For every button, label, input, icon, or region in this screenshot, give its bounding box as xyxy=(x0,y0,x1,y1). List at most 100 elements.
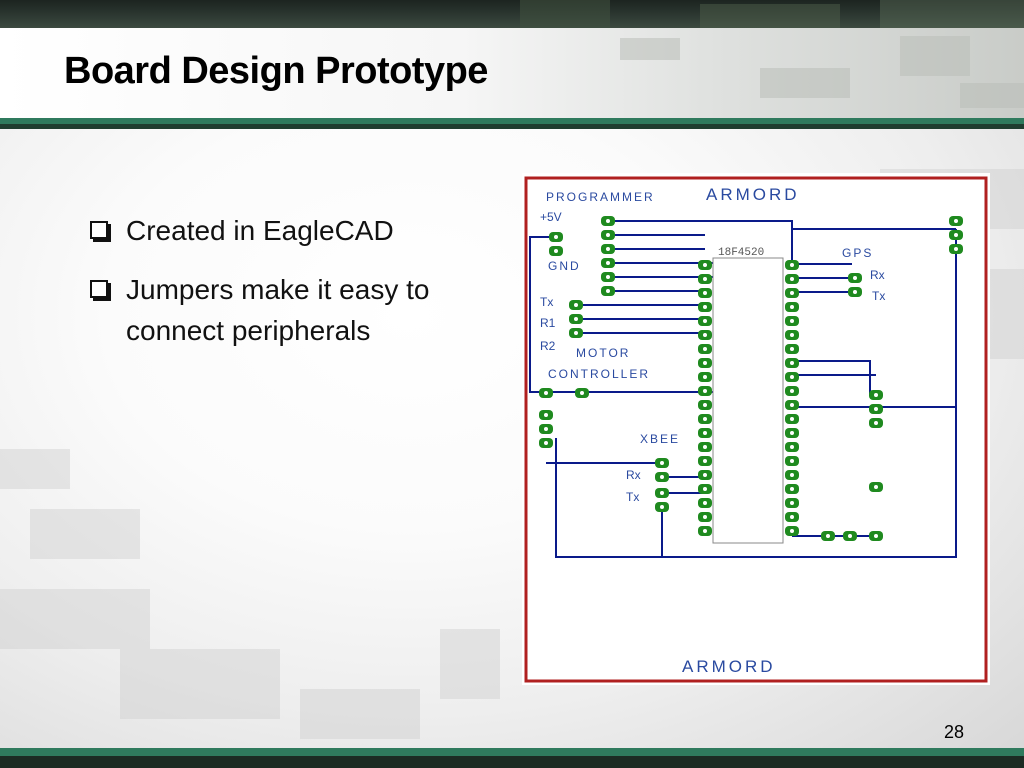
pad-hole xyxy=(954,219,958,223)
gps-tx-label: Tx xyxy=(872,289,885,303)
plus5v-label: +5V xyxy=(540,210,562,224)
top-camo-bar xyxy=(0,0,1024,28)
pad-hole xyxy=(790,347,794,351)
bullet-text: Jumpers make it easy to connect peripher… xyxy=(126,274,430,346)
pad-hole xyxy=(790,501,794,505)
programmer-label: PROGRAMMER xyxy=(546,190,655,204)
pad-hole xyxy=(790,417,794,421)
pad-hole xyxy=(574,317,578,321)
pad-hole xyxy=(954,233,958,237)
pad-hole xyxy=(703,333,707,337)
pad-hole xyxy=(790,389,794,393)
pad-hole xyxy=(703,459,707,463)
pad-hole xyxy=(580,391,584,395)
pad-hole xyxy=(606,233,610,237)
title-stripe-dark xyxy=(0,124,1024,129)
pad-hole xyxy=(703,501,707,505)
page-number: 28 xyxy=(943,722,964,742)
gps-label: GPS xyxy=(842,246,873,260)
pad-hole xyxy=(826,534,830,538)
pad-hole xyxy=(703,319,707,323)
pad-hole xyxy=(703,431,707,435)
pad-hole xyxy=(848,534,852,538)
pad-hole xyxy=(703,305,707,309)
camo-patch xyxy=(700,4,840,28)
pad-hole xyxy=(874,421,878,425)
pad-hole xyxy=(703,417,707,421)
r2-label: R2 xyxy=(540,339,556,353)
bottom-stripe-dark xyxy=(0,756,1024,768)
xbee-label: XBEE xyxy=(640,432,680,446)
xbee-rx-label: Rx xyxy=(626,468,641,482)
schematic-labels: PROGRAMMER ARMORD +5V GND GPS Rx Tx Tx R… xyxy=(540,185,885,676)
pad-hole xyxy=(606,247,610,251)
pad-hole xyxy=(554,249,558,253)
pad-hole xyxy=(790,487,794,491)
header-pads xyxy=(539,216,963,541)
pad-hole xyxy=(703,389,707,393)
r1-label: R1 xyxy=(540,316,556,330)
bullet-text: Created in EagleCAD xyxy=(126,215,394,246)
chip-label: 18F4520 xyxy=(718,247,764,259)
pad-hole xyxy=(703,487,707,491)
pad-hole xyxy=(954,247,958,251)
pad-hole xyxy=(790,515,794,519)
pad-hole xyxy=(703,347,707,351)
pad-hole xyxy=(790,291,794,295)
bottom-stripe xyxy=(0,748,1024,756)
pad-hole xyxy=(606,219,610,223)
camo-patch xyxy=(520,0,610,28)
pad-hole xyxy=(544,391,548,395)
pad-hole xyxy=(574,331,578,335)
pad-hole xyxy=(606,275,610,279)
camo-patch xyxy=(880,0,1024,28)
pad-hole xyxy=(606,289,610,293)
pad-hole xyxy=(703,529,707,533)
pad-hole xyxy=(790,445,794,449)
pad-hole xyxy=(790,305,794,309)
pad-hole xyxy=(790,277,794,281)
pad-hole xyxy=(853,276,857,280)
pad-hole xyxy=(790,431,794,435)
pad-hole xyxy=(660,491,664,495)
gps-rx-label: Rx xyxy=(870,268,885,282)
pad-hole xyxy=(874,534,878,538)
pad-hole xyxy=(544,441,548,445)
armord-bottom-label: ARMORD xyxy=(682,657,776,676)
pad-hole xyxy=(703,291,707,295)
checkbox-bullet-icon xyxy=(90,280,108,298)
pad-hole xyxy=(606,261,610,265)
board-schematic: 18F4520 PROGRAMMER ARMORD +5V GND GPS Rx… xyxy=(522,173,990,685)
pad-hole xyxy=(554,235,558,239)
armord-top-label: ARMORD xyxy=(706,185,800,204)
pad-hole xyxy=(790,319,794,323)
title-stripe xyxy=(0,118,1024,124)
pic-chip xyxy=(712,257,784,544)
bullet-item: Created in EagleCAD xyxy=(88,210,508,251)
checkbox-bullet-icon xyxy=(90,221,108,239)
pad-hole xyxy=(790,529,794,533)
pad-hole xyxy=(544,427,548,431)
xbee-tx-label: Tx xyxy=(626,490,639,504)
gnd-label: GND xyxy=(548,259,581,273)
pad-hole xyxy=(790,333,794,337)
pad-hole xyxy=(703,277,707,281)
pad-hole xyxy=(703,361,707,365)
pad-hole xyxy=(874,407,878,411)
pad-hole xyxy=(544,413,548,417)
pad-hole xyxy=(790,459,794,463)
pad-hole xyxy=(660,505,664,509)
bullet-list: Created in EagleCAD Jumpers make it easy… xyxy=(88,210,508,369)
pad-hole xyxy=(790,375,794,379)
chip-pads xyxy=(698,260,799,536)
pad-hole xyxy=(790,403,794,407)
pad-hole xyxy=(790,473,794,477)
pad-hole xyxy=(703,515,707,519)
pad-hole xyxy=(874,485,878,489)
pad-hole xyxy=(660,475,664,479)
pad-hole xyxy=(574,303,578,307)
pad-hole xyxy=(703,473,707,477)
pad-hole xyxy=(790,361,794,365)
controller-label: CONTROLLER xyxy=(548,367,650,381)
pad-hole xyxy=(703,263,707,267)
